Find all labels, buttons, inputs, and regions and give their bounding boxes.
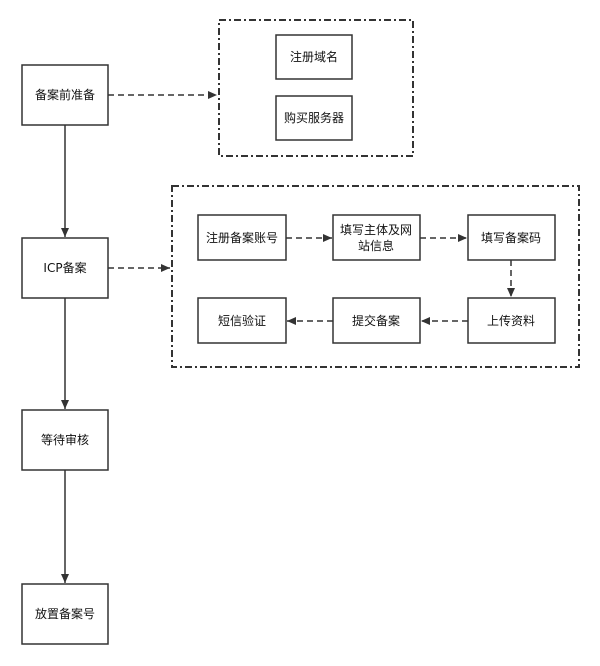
node-buy-server: 购买服务器 (275, 95, 353, 141)
node-fill-subject: 填写主体及网 站信息 (332, 214, 421, 261)
node-fill-subject-label-1: 填写主体及网 (340, 223, 412, 237)
node-place: 放置备案号 (21, 583, 109, 645)
node-icp: ICP备案 (21, 237, 109, 299)
node-fill-code-label: 填写备案码 (481, 230, 541, 245)
node-prep: 备案前准备 (21, 64, 109, 126)
node-buy-server-label: 购买服务器 (284, 110, 344, 125)
node-sms: 短信验证 (197, 297, 287, 344)
node-prep-label: 备案前准备 (35, 87, 95, 102)
node-place-label: 放置备案号 (35, 606, 95, 621)
node-register-domain-label: 注册域名 (290, 49, 338, 64)
node-upload-label: 上传资料 (487, 313, 535, 328)
node-register-account-label: 注册备案账号 (206, 230, 278, 245)
node-upload: 上传资料 (467, 297, 556, 344)
node-fill-code: 填写备案码 (467, 214, 556, 261)
node-register-account: 注册备案账号 (197, 214, 287, 261)
node-wait: 等待审核 (21, 409, 109, 471)
node-fill-subject-label-2: 站信息 (358, 238, 394, 253)
node-submit-label: 提交备案 (352, 313, 400, 328)
node-wait-label: 等待审核 (41, 432, 89, 447)
node-icp-label: ICP备案 (43, 260, 86, 275)
prep-group-container (218, 19, 414, 157)
node-register-domain: 注册域名 (275, 34, 353, 80)
icp-group-container (171, 185, 580, 368)
node-sms-label: 短信验证 (218, 313, 266, 328)
node-submit: 提交备案 (332, 297, 421, 344)
